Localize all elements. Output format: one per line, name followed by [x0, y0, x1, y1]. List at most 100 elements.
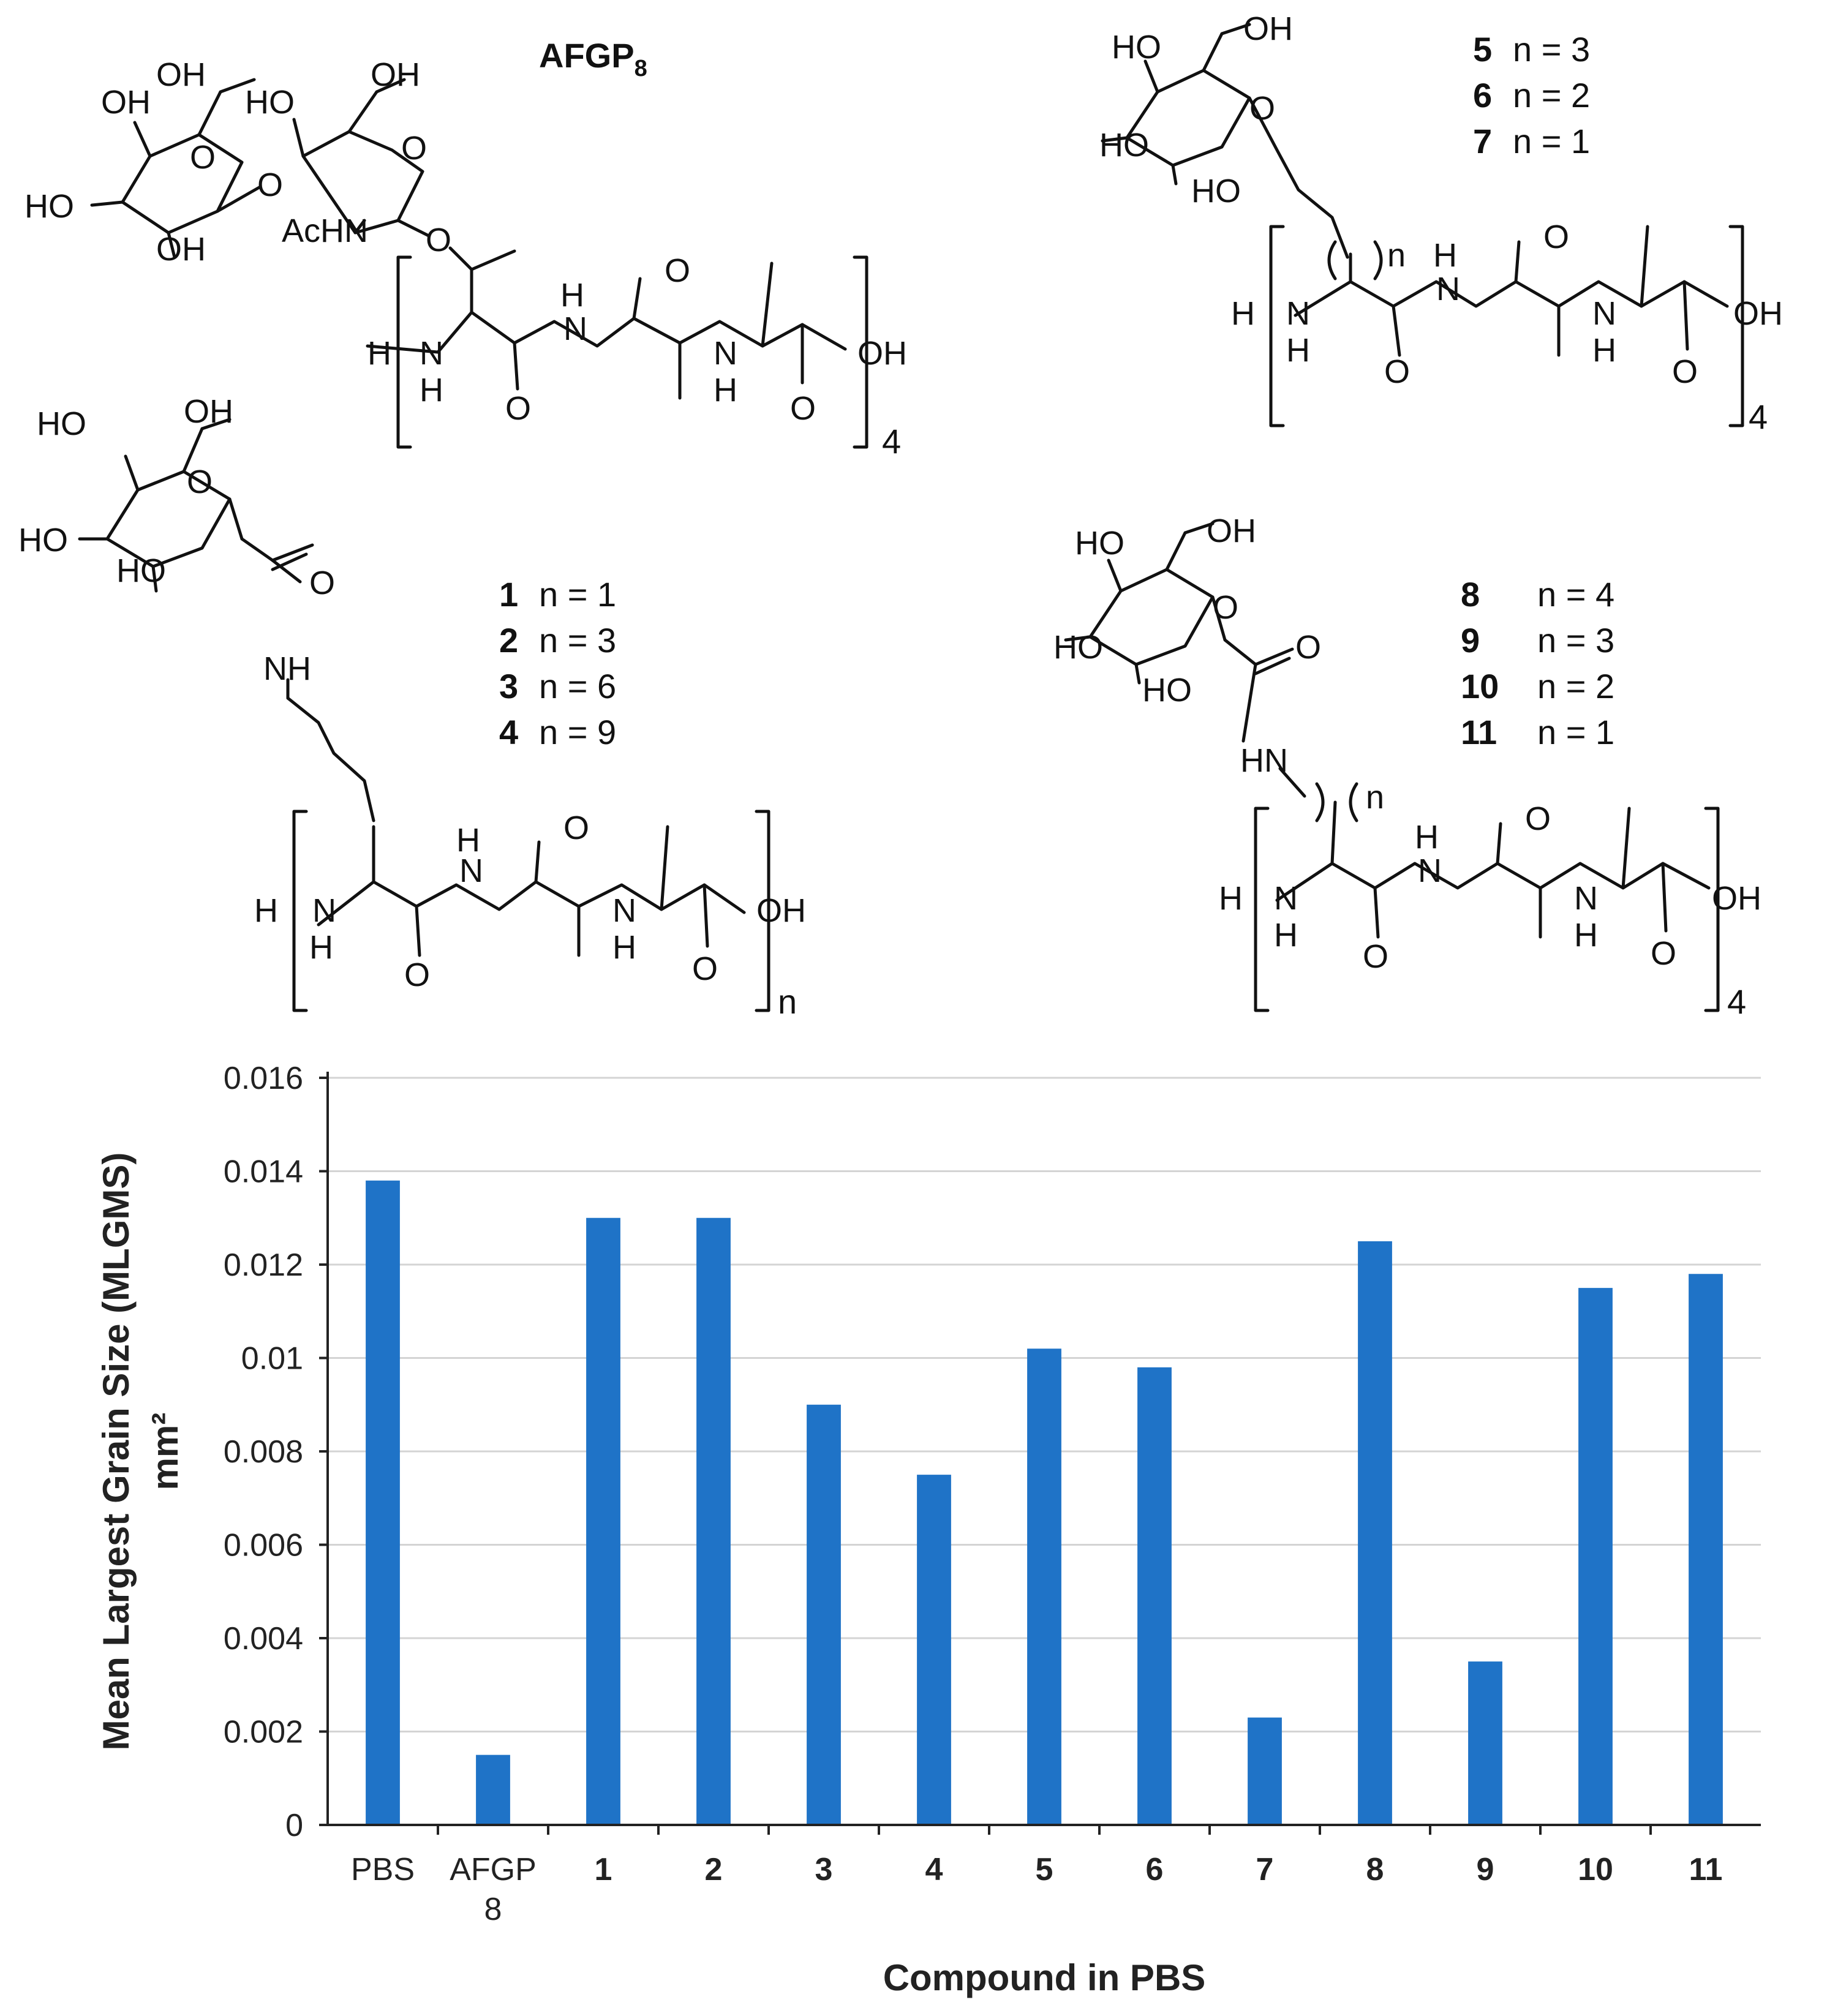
svg-text:HO: HO [1099, 127, 1149, 164]
bar-chart: 00.0020.0040.0060.0080.010.0120.0140.016… [96, 1061, 1761, 1998]
svg-text:n: n [1366, 779, 1384, 816]
svg-text:n: n [1387, 237, 1406, 274]
svg-text:O: O [505, 390, 531, 427]
svg-text:O: O [404, 957, 430, 993]
svg-text:O: O [692, 950, 718, 987]
bar [1358, 1241, 1392, 1825]
x-tick-label: 8 [1366, 1852, 1384, 1887]
compound-id: 5 [1473, 30, 1492, 69]
svg-text:OH: OH [156, 231, 206, 268]
compound-n: n = 2 [1537, 667, 1614, 705]
svg-text:N: N [1286, 295, 1310, 332]
svg-text:HO: HO [1075, 525, 1124, 562]
svg-text:O: O [401, 130, 427, 167]
svg-text:HO: HO [245, 84, 295, 121]
svg-text:H: H [1574, 917, 1598, 953]
legend-1-4: 1 n = 1 2 n = 3 3 n = 6 4 n = 9 [499, 575, 616, 751]
compound-n: n = 2 [1513, 76, 1590, 115]
compound-n: n = 4 [1537, 575, 1614, 614]
svg-text:OH: OH [1207, 513, 1256, 549]
svg-text:OH: OH [1243, 10, 1293, 47]
svg-text:H: H [1415, 819, 1439, 856]
svg-text:O: O [563, 810, 589, 846]
y-tick-label: 0.002 [224, 1715, 303, 1750]
compound-n: n = 9 [539, 713, 616, 751]
compound-n: n = 1 [1513, 122, 1590, 160]
bars [366, 1180, 1723, 1825]
x-tick-label: PBS [351, 1852, 415, 1887]
bar [917, 1475, 951, 1825]
y-tick-label: 0.016 [224, 1061, 303, 1096]
y-tick-label: 0 [285, 1808, 303, 1843]
svg-text:OH: OH [857, 335, 907, 372]
svg-text:O: O [1672, 353, 1698, 390]
bar [586, 1217, 620, 1825]
compound-id: 11 [1461, 713, 1497, 751]
svg-text:H: H [1274, 917, 1298, 953]
compound-id: 9 [1461, 621, 1480, 660]
svg-text:O: O [1543, 219, 1569, 255]
svg-text:H: H [367, 335, 391, 372]
x-tick-label: 2 [705, 1852, 723, 1887]
series-1-4-repeat: n [778, 982, 797, 1021]
svg-text:OH: OH [1712, 880, 1761, 917]
svg-text:O: O [426, 222, 451, 258]
svg-text:H: H [456, 822, 480, 859]
compound-n: n = 3 [539, 621, 616, 660]
svg-text:H: H [420, 372, 443, 408]
svg-text:O: O [1525, 800, 1551, 837]
svg-text:HO: HO [37, 405, 86, 442]
x-tick-label: 6 [1146, 1852, 1164, 1887]
svg-text:O: O [187, 464, 213, 500]
bar [1689, 1274, 1723, 1825]
svg-text:HO: HO [1112, 29, 1161, 66]
afgp-label: AFGP8 [539, 36, 647, 81]
bar [807, 1404, 841, 1825]
structure-compounds-8-11: HO OH HO HO O O HN n H N H N H O O N H O… [1053, 513, 1761, 1021]
svg-text:OH: OH [1733, 295, 1783, 332]
svg-text:O: O [1249, 90, 1275, 127]
x-axis-title: Compound in PBS [883, 1957, 1206, 1998]
bar [1248, 1717, 1282, 1825]
y-tick-label: 0.006 [224, 1528, 303, 1563]
y-tick-label: 0.004 [224, 1621, 303, 1657]
svg-text:OH: OH [184, 393, 233, 430]
compound-n: n = 1 [1537, 713, 1614, 751]
series-5-7-repeat: 4 [1749, 397, 1768, 436]
compound-n: n = 3 [1513, 30, 1590, 69]
svg-text:OH: OH [101, 84, 151, 121]
svg-text:O: O [257, 167, 283, 203]
svg-text:N: N [1274, 880, 1298, 917]
svg-text:N: N [1592, 295, 1616, 332]
svg-text:H: H [254, 892, 278, 929]
x-tick-label: 1 [595, 1852, 612, 1887]
svg-text:HN: HN [1240, 742, 1288, 779]
bar [696, 1217, 731, 1825]
svg-text:O: O [790, 390, 816, 427]
svg-text:N: N [420, 335, 443, 372]
structure-afgp8: OH OH HO OH O O HO OH O AcHN O H N H N H… [24, 36, 907, 461]
compound-n: n = 6 [539, 667, 616, 705]
compound-n: n = 1 [539, 575, 616, 614]
compound-id: 7 [1473, 122, 1492, 160]
compound-id: 6 [1473, 76, 1492, 115]
svg-text:N: N [1436, 271, 1460, 307]
svg-text:N: N [612, 892, 636, 929]
svg-text:O: O [1363, 938, 1388, 975]
y-tick-label: 0.01 [241, 1341, 303, 1377]
x-tick-label: 11 [1689, 1852, 1723, 1887]
y-tick-label: 0.014 [224, 1154, 303, 1190]
svg-text:HO: HO [18, 522, 68, 559]
bar [366, 1180, 400, 1825]
x-tick-label: 10 [1578, 1852, 1613, 1887]
svg-text:O: O [1651, 935, 1676, 972]
compound-id: 8 [1461, 575, 1480, 614]
compound-id: 10 [1461, 667, 1499, 705]
x-tick-label: 7 [1256, 1852, 1274, 1887]
svg-text:N: N [563, 310, 587, 347]
compound-id: 3 [499, 667, 518, 705]
svg-text:H: H [309, 929, 333, 966]
structure-compounds-5-7: HO OH HO HO O n H N H N H O O N H O OH 4… [1099, 10, 1783, 436]
